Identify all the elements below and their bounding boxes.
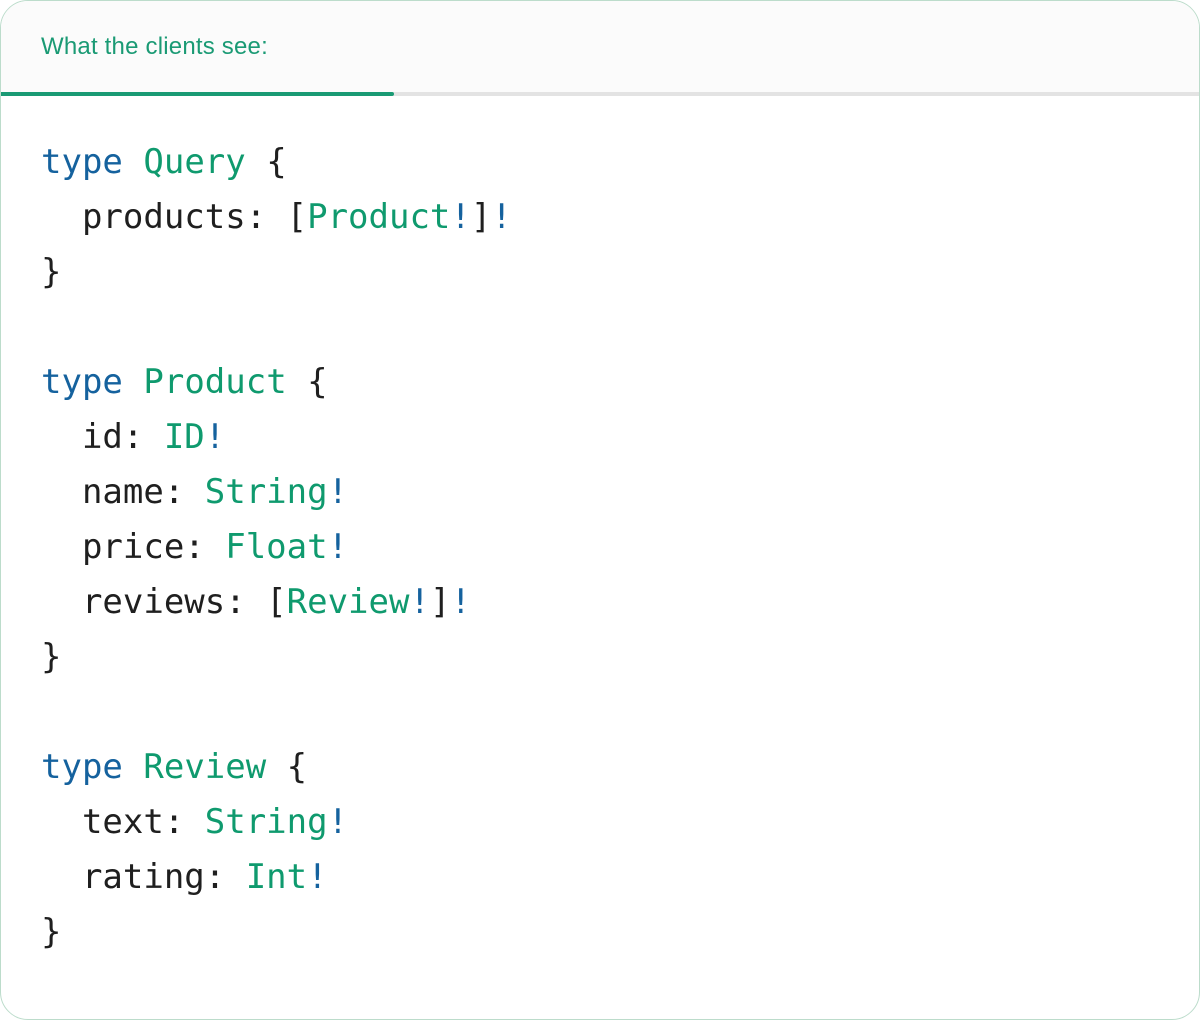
code-token-typ: Query [143, 142, 246, 182]
code-token-pln: } [41, 252, 62, 292]
code-token-bang: ! [204, 417, 226, 457]
code-token-pln: price: [41, 527, 226, 567]
code-line: text: String! [41, 795, 1159, 850]
code-line: rating: Int! [41, 850, 1159, 905]
code-line: name: String! [41, 465, 1159, 520]
code-line [41, 685, 1159, 740]
code-token-typ: ID [163, 417, 205, 457]
tab-what-clients-see[interactable]: What the clients see: [41, 32, 268, 60]
code-token-typ: Product [143, 362, 287, 402]
code-token-typ: Int [245, 857, 308, 897]
code-line: type Product { [41, 355, 1159, 410]
code-token-typ: Product [307, 197, 451, 237]
code-token-pln: { [286, 362, 328, 402]
code-token-bang: ! [450, 197, 471, 237]
code-token-typ: String [204, 472, 328, 512]
code-token-pln: } [41, 912, 62, 952]
code-token-bang: ! [450, 582, 471, 622]
tab-bar: What the clients see: [1, 1, 1199, 96]
code-line: type Review { [41, 740, 1159, 795]
code-line: products: [Product!]! [41, 190, 1159, 245]
code-token-typ: Float [225, 527, 328, 567]
code-token-bang: ! [491, 197, 512, 237]
code-token-bang: ! [327, 802, 349, 842]
code-token-typ: Review [286, 582, 410, 622]
code-token-pln: ] [470, 197, 492, 237]
graphql-schema-code: type Query { products: [Product!]!} type… [1, 96, 1199, 980]
code-line [41, 300, 1159, 355]
code-token-kw: type [41, 362, 123, 402]
code-token-pln: id: [41, 417, 164, 457]
code-line: } [41, 630, 1159, 685]
code-line: id: ID! [41, 410, 1159, 465]
code-token-pln: } [41, 637, 62, 677]
code-token-pln: name: [41, 472, 205, 512]
code-token-pln: reviews: [ [41, 582, 287, 622]
code-token-typ: Review [143, 747, 267, 787]
code-token-typ: String [204, 802, 328, 842]
code-token-pln: ] [429, 582, 451, 622]
code-token-pln [123, 142, 143, 182]
code-token-pln [123, 747, 143, 787]
code-token-pln: text: [41, 802, 205, 842]
code-token-pln: { [266, 747, 308, 787]
code-token-bang: ! [327, 472, 349, 512]
code-token-pln: rating: [41, 857, 246, 897]
code-token-bang: ! [307, 857, 328, 897]
code-token-kw: type [41, 142, 123, 182]
active-tab-underline [1, 92, 394, 96]
code-token-pln: products: [ [41, 197, 308, 237]
code-token-bang: ! [409, 582, 430, 622]
code-token-kw: type [41, 747, 123, 787]
code-line: price: Float! [41, 520, 1159, 575]
code-token-bang: ! [327, 527, 349, 567]
code-line: reviews: [Review!]! [41, 575, 1159, 630]
code-line: } [41, 905, 1159, 960]
code-token-pln: { [245, 142, 287, 182]
code-token-pln [123, 362, 143, 402]
code-line: } [41, 245, 1159, 300]
code-line: type Query { [41, 135, 1159, 190]
